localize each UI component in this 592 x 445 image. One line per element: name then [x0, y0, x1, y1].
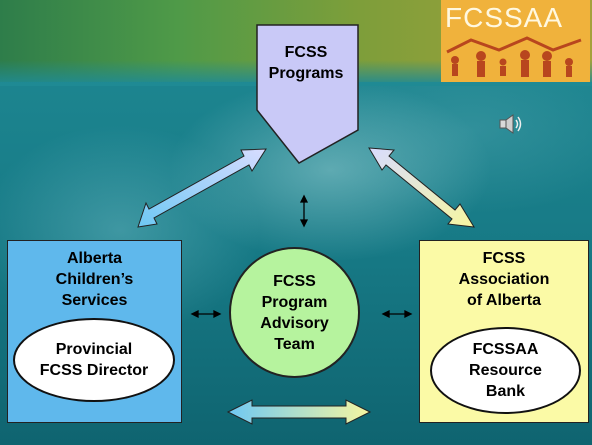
- advisory-team-circle: FCSS Program Advisory Team: [229, 247, 360, 378]
- small-connectors: [190, 194, 413, 319]
- programs-shape: [256, 24, 359, 164]
- right-box-title: FCSS Association of Alberta: [458, 250, 550, 309]
- bottom-double-arrow: [226, 399, 372, 425]
- family-logo-icon: [446, 36, 582, 77]
- programs-label: FCSS Programs: [268, 44, 344, 82]
- resource-bank-ellipse: FCSSAA Resource Bank: [430, 327, 581, 414]
- logo-text: FCSSAA: [445, 2, 564, 33]
- fcssaa-logo: FCSSAA: [441, 0, 590, 82]
- left-box-title: Alberta Children’s Services: [55, 250, 134, 309]
- speaker-icon[interactable]: [497, 112, 525, 136]
- left-double-arrow: [137, 148, 267, 228]
- provincial-director-ellipse: Provincial FCSS Director: [13, 318, 175, 402]
- right-double-arrow: [368, 147, 475, 228]
